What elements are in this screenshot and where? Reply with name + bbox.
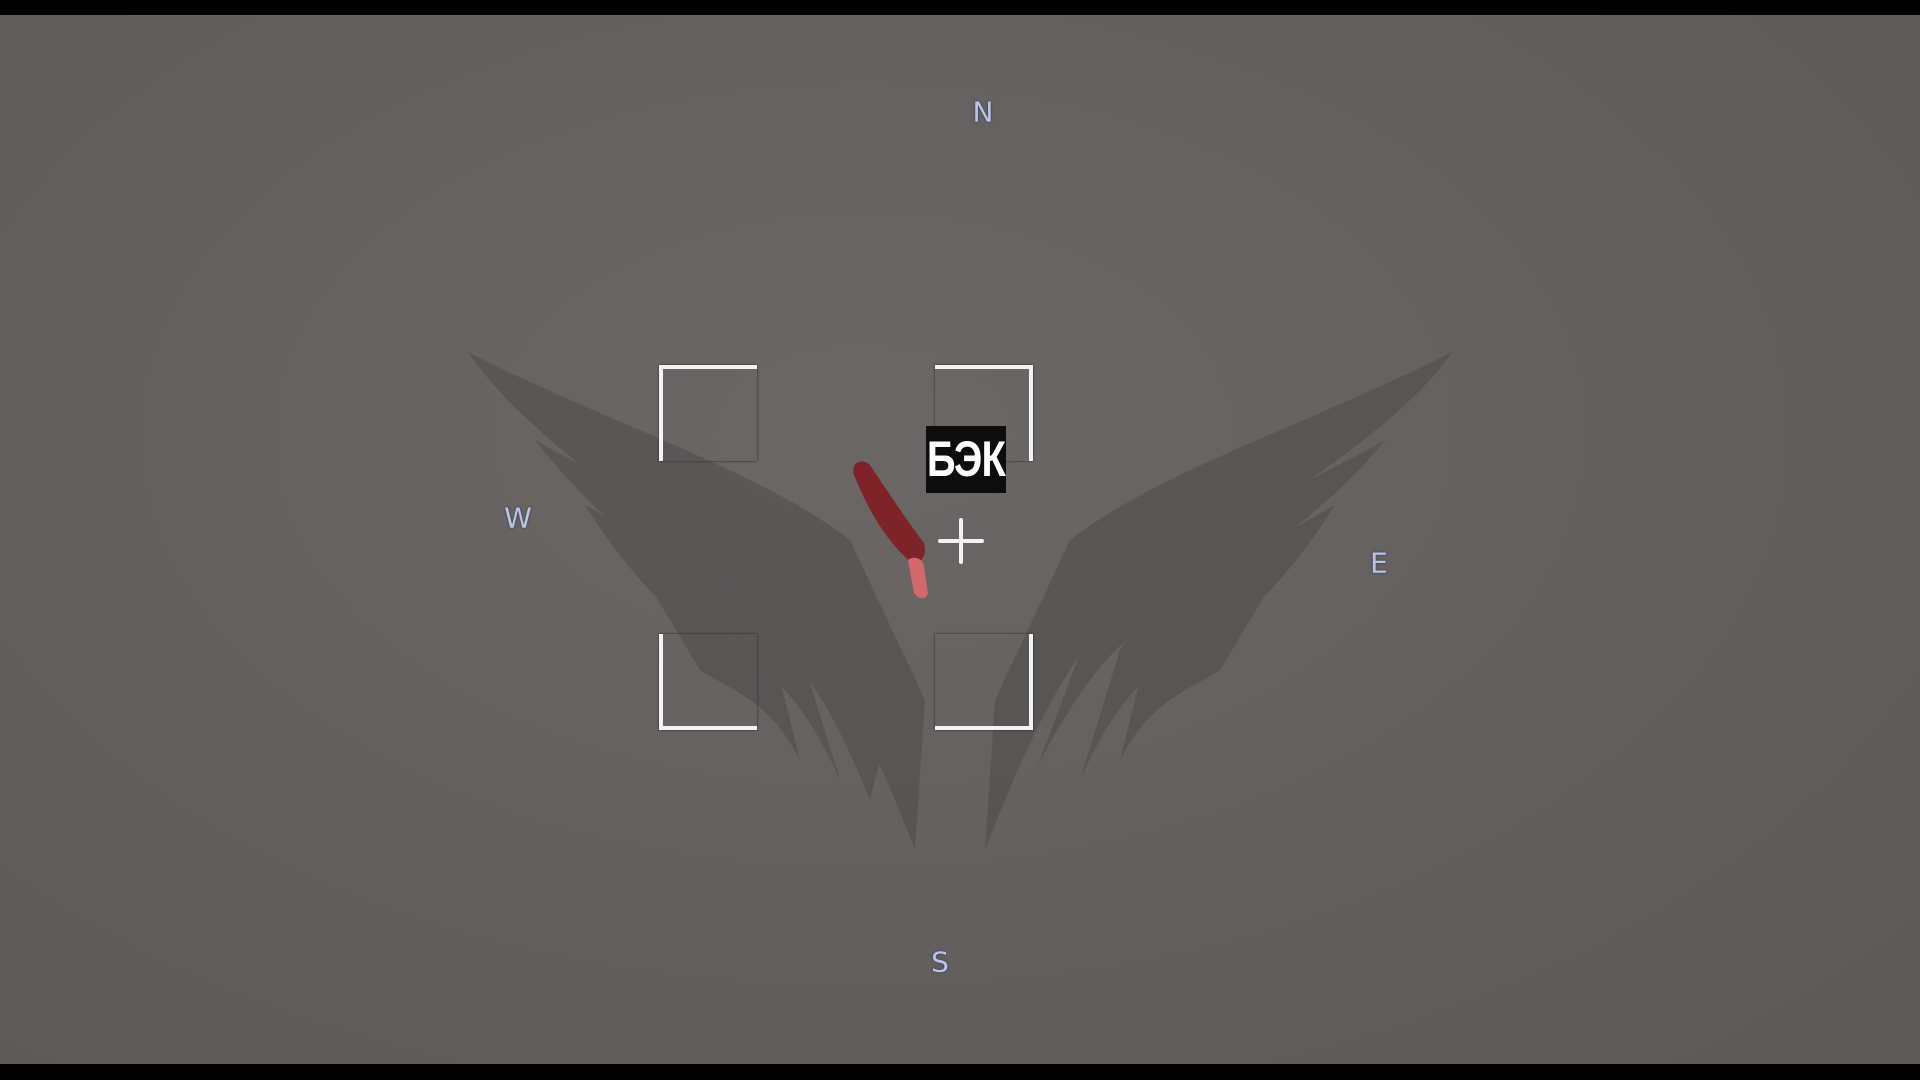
boat-target-icon [853,461,928,599]
target-bracket-top-right [935,365,1033,461]
compass-north: N [972,95,994,129]
target-label: БЭК [926,426,1006,493]
camera-view [0,15,1920,1064]
target-bracket-top-left [659,365,757,461]
compass-south: S [931,945,949,979]
target-bracket-bottom-right [935,634,1033,730]
target-bracket-bottom-left [659,634,757,730]
compass-west: W [504,501,532,535]
compass-east: E [1370,546,1388,580]
crosshair-icon [938,518,984,564]
